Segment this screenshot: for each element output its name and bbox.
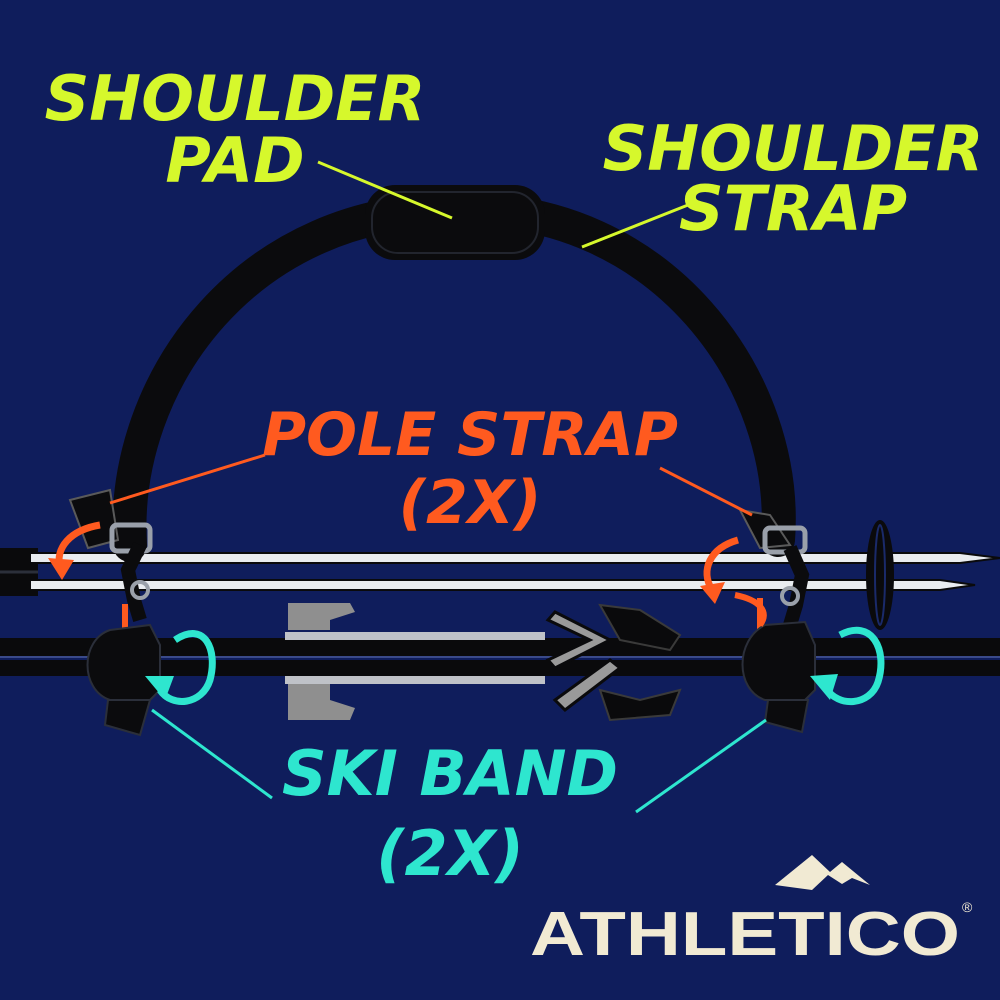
curved-arrow-icon	[48, 521, 101, 580]
label-pole-strap: POLE STRAP (2X)	[262, 400, 678, 538]
shoulder-pad	[365, 185, 545, 260]
leader-shoulder-pad	[317, 160, 453, 220]
circular-arrow-icon	[810, 626, 885, 706]
pole-basket	[866, 520, 894, 630]
pole-strap-label-line2: (2X)	[399, 468, 542, 538]
ski-poles	[29, 552, 1000, 591]
curved-arrow-icon	[700, 536, 767, 627]
binding-brake	[545, 610, 614, 670]
brand-name: ATHLETICO	[530, 900, 960, 969]
ski-band-right	[741, 620, 816, 734]
pole-baskets	[866, 520, 894, 630]
registered-mark: ®	[962, 899, 973, 915]
binding-heel-plate-lower	[288, 682, 355, 720]
mountain-peak-icon	[775, 855, 870, 890]
label-shoulder-strap: SHOULDER STRAP	[603, 112, 984, 245]
leader-shoulder-strap	[581, 203, 689, 249]
ski-band-label-line2: (2X)	[376, 817, 524, 890]
ski-band-label-line1: SKI BAND	[282, 737, 618, 810]
pole-strap-label-line1: POLE STRAP	[262, 400, 678, 470]
binding-heel-plate-upper	[288, 603, 355, 630]
shoulder-strap-label-line1: SHOULDER	[603, 112, 984, 185]
label-ski-band: SKI BAND (2X)	[282, 737, 618, 890]
binding-toe-upper	[598, 603, 682, 652]
label-shoulder-pad: SHOULDER PAD	[45, 62, 426, 197]
shoulder-pad-label-line2: PAD	[165, 124, 304, 197]
brand-logo: ATHLETICO ®	[530, 855, 973, 969]
circular-arrow-icon	[145, 630, 216, 705]
pole-shaft-upper	[29, 552, 1000, 564]
pole-shaft-lower	[29, 579, 976, 591]
shoulder-pad-label-line1: SHOULDER	[45, 62, 426, 135]
leader-pole-strap-right	[659, 466, 753, 517]
pole-strap-right	[738, 508, 810, 630]
leader-ski-band-right	[635, 718, 767, 814]
binding-toe-lower	[598, 688, 682, 722]
ski-band-left	[86, 623, 161, 737]
leader-ski-band-left	[151, 708, 273, 800]
shoulder-strap-label-line2: STRAP	[679, 172, 907, 245]
ski-bindings	[285, 603, 682, 722]
leader-pole-strap-left	[109, 453, 266, 505]
